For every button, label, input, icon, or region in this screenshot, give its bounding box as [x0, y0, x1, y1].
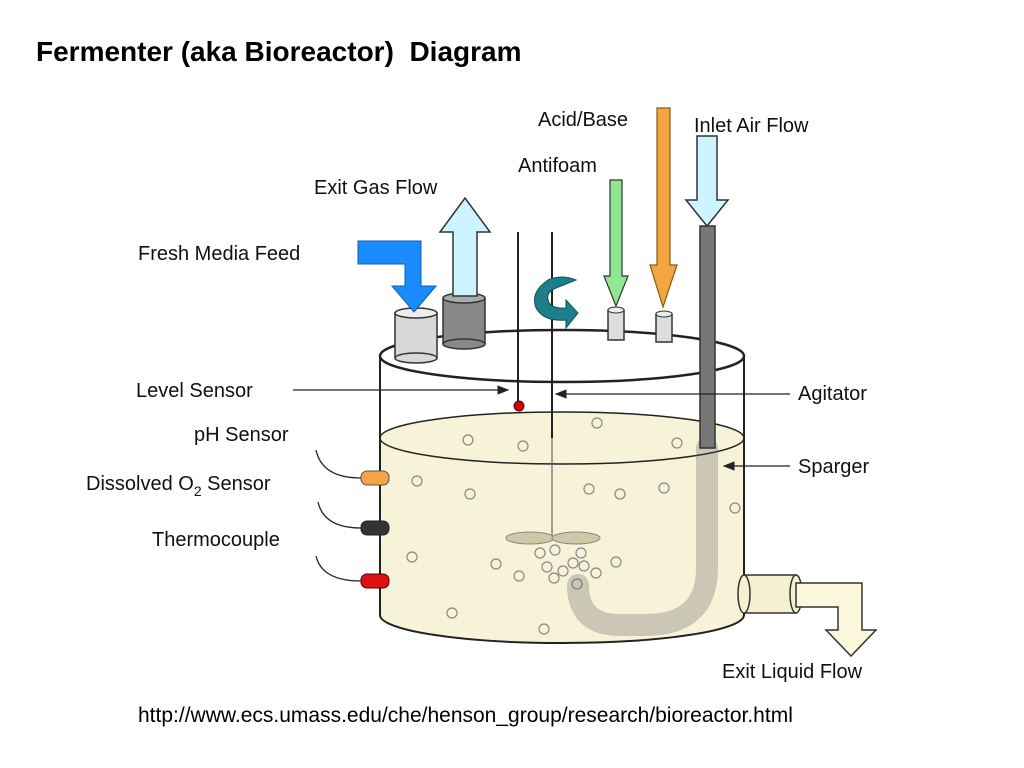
bubble [462, 434, 474, 446]
bubble [541, 561, 553, 573]
bubble [575, 547, 587, 559]
bubble [406, 551, 418, 563]
page-title: Fermenter (aka Bioreactor) Diagram [36, 36, 522, 67]
exit-liquid-flow-label: Exit Liquid Flow [722, 661, 863, 683]
antifoam-port [607, 306, 625, 341]
exit-liquid-arrow [795, 582, 878, 658]
bubble [567, 557, 579, 569]
exit-gas-port [442, 292, 486, 350]
level-sensor-label: Level Sensor [136, 380, 253, 402]
bubble [446, 607, 458, 619]
sparger-tube [567, 437, 718, 636]
bubble [534, 547, 546, 559]
thermocouple-lead [315, 555, 362, 582]
source-url: http://www.ecs.umass.edu/che/henson_grou… [138, 704, 793, 727]
bubble [729, 502, 741, 514]
vessel-bottom [379, 614, 745, 644]
labels: Acid/Base Inlet Air Flow Antifoam Exit G… [86, 109, 869, 683]
bubble [464, 488, 476, 500]
bubble [658, 482, 670, 494]
exit-gas-arrow [438, 196, 492, 297]
exit-liquid-outlet [737, 574, 878, 658]
level-sensor-tip [513, 400, 525, 412]
sparger-pipe [699, 225, 716, 449]
pointer-lines [293, 385, 790, 471]
acid-base-label: Acid/Base [538, 109, 628, 131]
o2-sensor-lead [317, 501, 362, 529]
thermocouple-probe [360, 573, 390, 589]
lid-ports [394, 292, 673, 364]
bubble [590, 567, 602, 579]
agitator-rotation-icon [534, 276, 579, 330]
liquid-surface [379, 411, 745, 465]
bubble [538, 623, 550, 635]
antifoam-arrow [603, 179, 629, 308]
agitator-label: Agitator [798, 383, 867, 405]
ph-sensor-lead [315, 449, 362, 479]
bubble [549, 544, 561, 556]
bubble [591, 417, 603, 429]
thermocouple-label: Thermocouple [152, 529, 280, 551]
vessel-lid [378, 328, 746, 384]
sparger-label: Sparger [798, 456, 869, 478]
fresh-media-arrow [357, 240, 438, 313]
bubble [557, 565, 569, 577]
antifoam-label: Antifoam [518, 155, 597, 177]
acid-base-arrow [649, 107, 678, 309]
bubble [411, 475, 423, 487]
dissolved-o2-suffix: Sensor [202, 473, 271, 495]
flow-arrows [357, 107, 878, 658]
bubble [610, 556, 622, 568]
bubble [548, 572, 560, 584]
side-sensors [315, 449, 390, 589]
bubble [578, 560, 590, 572]
dissolved-o2-prefix: Dissolved O [86, 473, 194, 495]
gas-bubbles [406, 417, 741, 635]
bubble [513, 570, 525, 582]
o2-sensor-probe [360, 520, 390, 536]
fresh-media-port [394, 307, 438, 364]
agitator [505, 232, 601, 545]
bubble [490, 558, 502, 570]
bubble [671, 437, 683, 449]
bubble [583, 483, 595, 495]
impeller-blade-right [551, 531, 601, 545]
bubble [571, 578, 583, 590]
vessel [378, 328, 746, 644]
inlet-air-flow-label: Inlet Air Flow [694, 115, 809, 137]
dissolved-o2-sensor-label: Dissolved O2 Sensor [86, 473, 271, 499]
inlet-air-arrow [684, 135, 730, 228]
fresh-media-feed-label: Fresh Media Feed [138, 243, 300, 265]
acid-base-port [655, 310, 673, 343]
exit-liquid-pipe [743, 574, 797, 614]
ph-sensor-probe [360, 470, 390, 486]
impeller-blade-left [505, 531, 555, 545]
dissolved-o2-subscript: 2 [194, 483, 202, 499]
bubble [614, 488, 626, 500]
ph-sensor-label: pH Sensor [194, 424, 289, 446]
level-sensor [513, 232, 525, 412]
exit-gas-flow-label: Exit Gas Flow [314, 177, 438, 199]
bubble [517, 440, 529, 452]
